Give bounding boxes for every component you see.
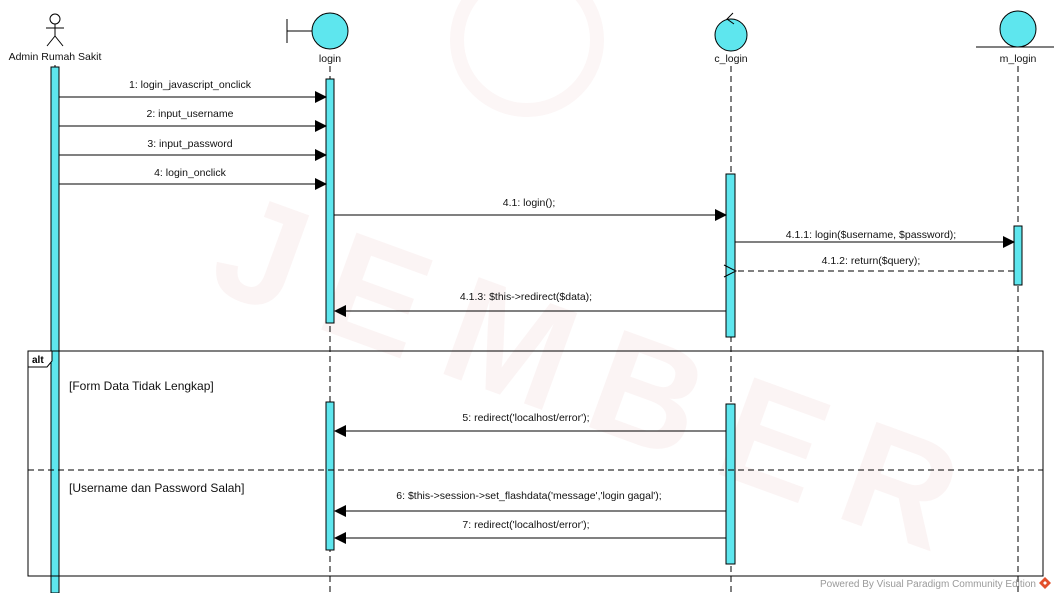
watermark: JEMBER <box>194 0 1008 593</box>
message-5: 5: redirect('localhost/error'); <box>334 412 726 437</box>
watermark-text: JEMBER <box>194 160 1008 593</box>
message-2: 2: input_username <box>59 108 327 132</box>
fragment-frame <box>27 350 1044 577</box>
guard-condition-1: [Form Data Tidak Lengkap] <box>69 379 214 393</box>
message-label: 6: $this->session->set_flashdata('messag… <box>396 490 661 502</box>
message-4-1-3: 4.1.3: $this->redirect($data); <box>334 291 726 317</box>
boundary-login: login <box>286 12 349 65</box>
message-7: 7: redirect('localhost/error'); <box>334 519 726 544</box>
entity-m-login: m_login <box>976 10 1054 65</box>
message-label: 4.1: login(); <box>503 197 556 209</box>
participant-name-login: login <box>319 53 341 65</box>
message-4: 4: login_onclick <box>59 167 327 190</box>
message-4-1-2: 4.1.2: return($query); <box>736 255 1014 271</box>
participant-name-c-login: c_login <box>714 53 747 65</box>
entity-icon <box>976 10 1054 48</box>
stick-figure-icon <box>46 13 64 47</box>
message-label: 4.1.1: login($username, $password); <box>786 229 956 241</box>
control-icon <box>714 12 748 52</box>
alt-fragment: alt [Form Data Tidak Lengkap] [Username … <box>27 350 1044 577</box>
footer-text: Powered By Visual Paradigm Community Edi… <box>820 579 1036 590</box>
actor-admin: Admin Rumah Sakit <box>9 13 102 63</box>
activation-login-1 <box>325 78 335 324</box>
message-label: 7: redirect('localhost/error'); <box>462 519 589 531</box>
activation-c-login-1 <box>725 173 736 338</box>
message-label: 4.1.3: $this->redirect($data); <box>460 291 592 303</box>
activation-admin <box>50 66 60 593</box>
message-4-1: 4.1: login(); <box>334 197 727 221</box>
visual-paradigm-logo-icon <box>1039 577 1051 589</box>
message-label: 4: login_onclick <box>154 167 227 179</box>
message-label: 4.1.2: return($query); <box>822 255 921 267</box>
activation-c-login-2 <box>725 403 736 565</box>
message-label: 1: login_javascript_onclick <box>129 79 252 91</box>
message-label: 2: input_username <box>147 108 234 120</box>
message-6: 6: $this->session->set_flashdata('messag… <box>334 490 726 517</box>
message-4-1-1: 4.1.1: login($username, $password); <box>735 229 1015 248</box>
participant-name-m-login: m_login <box>1000 53 1037 65</box>
fragment-operator: alt <box>32 355 44 366</box>
message-label: 5: redirect('localhost/error'); <box>462 412 589 424</box>
boundary-icon <box>286 12 349 50</box>
message-label: 3: input_password <box>147 138 232 150</box>
message-1: 1: login_javascript_onclick <box>59 79 327 103</box>
fragment-operator-tab <box>27 350 53 368</box>
guard-condition-2: [Username dan Password Salah] <box>69 481 244 495</box>
footer: Powered By Visual Paradigm Community Edi… <box>820 577 1051 590</box>
activation-login-2 <box>325 401 335 551</box>
message-3: 3: input_password <box>59 138 327 161</box>
participant-name-admin: Admin Rumah Sakit <box>9 51 102 63</box>
control-c-login: c_login <box>714 12 748 65</box>
activation-m-login <box>1013 225 1023 286</box>
